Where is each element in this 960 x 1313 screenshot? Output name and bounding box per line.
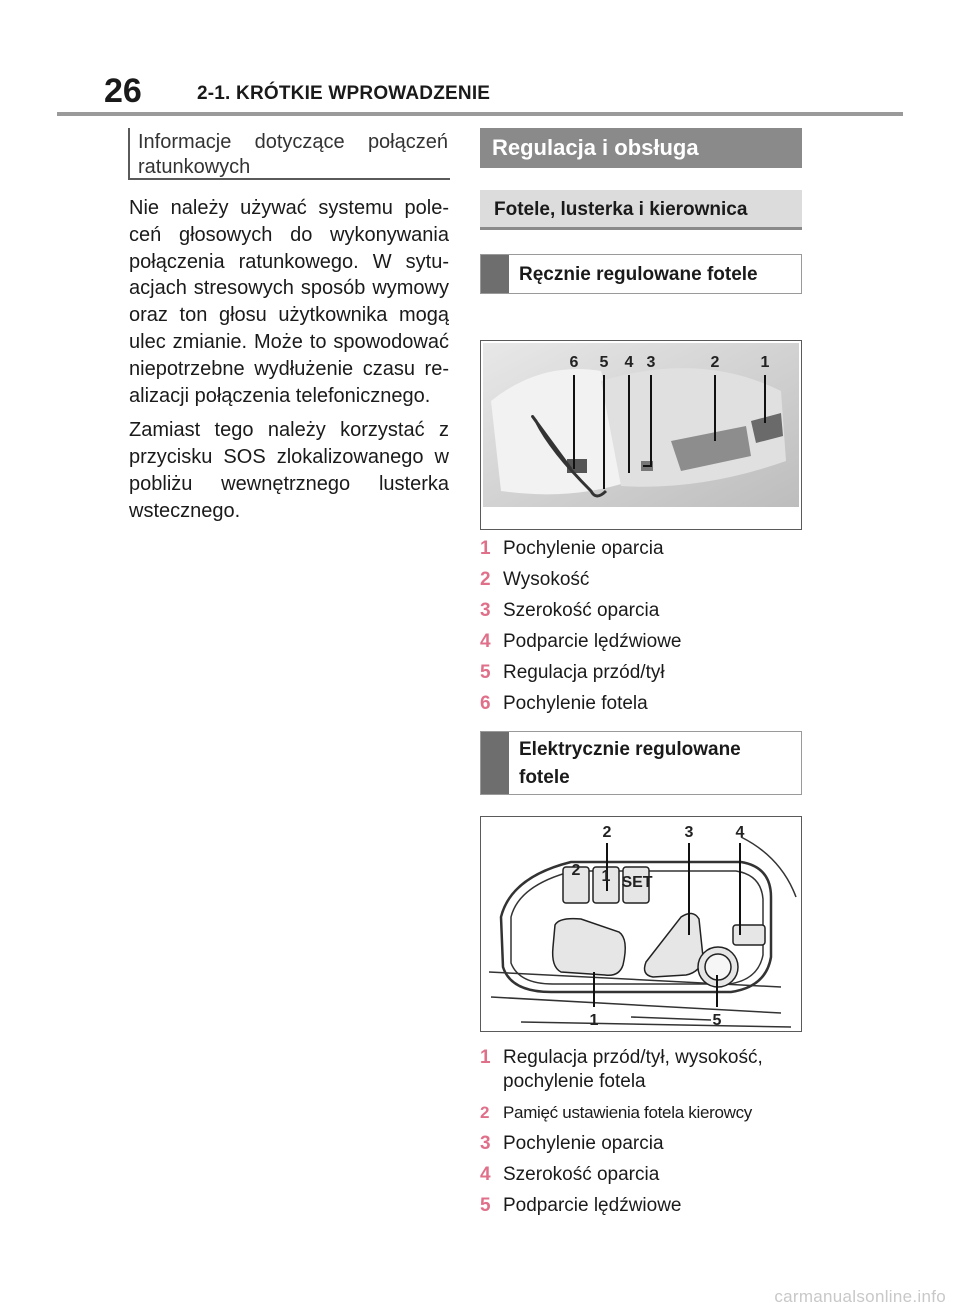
legend-text: Pochylenie oparcia [503, 538, 664, 559]
figure-callout-label: 2 [603, 824, 612, 841]
topic-title: Elektrycznie regulowane fotele [519, 739, 741, 788]
memory-button-labels: 2 1 SET [572, 862, 653, 891]
manual-seat-legend: 1 Pochylenie oparcia 2 Wysokość 3 Szerokość… [480, 537, 810, 716]
legend-item: 6 Pochylenie fotela [480, 692, 810, 716]
topic-electric-seats: Elektrycznie regulowane fotele [480, 731, 802, 795]
legend-text: Szerokość oparcia [503, 1164, 660, 1185]
figure-callout-label: 6 [570, 354, 579, 371]
legend-item: 4 Szerokość oparcia [480, 1163, 810, 1187]
legend-number: 2 [480, 569, 491, 590]
legend-item: 5 Podparcie lędźwiowe [480, 1194, 810, 1218]
legend-number: 4 [480, 631, 491, 652]
legend-number: 1 [480, 1047, 491, 1068]
legend-text: Wysokość [503, 569, 590, 590]
chapter-title: 2-1. KRÓTKIE WPROWADZENIE [197, 83, 491, 104]
legend-number: 3 [480, 600, 491, 621]
figure-callout-label: 4 [625, 354, 634, 371]
info-box-title: Informacje dotyczące połączeń ratunkowyc… [138, 131, 448, 178]
legend-text: Podparcie lędźwiowe [503, 1195, 682, 1216]
legend-number: 4 [480, 1164, 491, 1185]
figure-callout-label: 1 [590, 1012, 599, 1029]
figure-callout-label: 3 [685, 824, 694, 841]
legend-item: 3 Pochylenie oparcia [480, 1132, 810, 1156]
electric-seat-illustration: 2 3 4 1 5 2 1 SET [481, 817, 801, 1031]
legend-text: Szerokość oparcia [503, 600, 660, 621]
topic-bar [481, 255, 509, 293]
legend-item: 2 Pamięć ustawienia fotela kierowcy [480, 1101, 810, 1125]
left-body-text: Nie należy używać systemu pole- ceń głos… [129, 195, 449, 533]
electric-seat-legend: 1 Regulacja przód/tył, wysokość, pochylen… [480, 1046, 810, 1218]
figure-callout-label: 2 [572, 862, 581, 879]
legend-item: 5 Regulacja przód/tył [480, 661, 810, 685]
figure-callout-label: 5 [713, 1012, 722, 1029]
subsection-header: Fotele, lusterka i kierownica [480, 190, 802, 230]
legend-item: 4 Podparcie lędźwiowe [480, 630, 810, 654]
figure-callout-label: 4 [736, 824, 745, 841]
legend-number: 5 [480, 1195, 491, 1216]
legend-item: 1 Regulacja przód/tył, wysokość, pochylen… [480, 1046, 810, 1094]
legend-text: Pochylenie oparcia [503, 1133, 664, 1154]
figure-callout-label: 1 [761, 354, 770, 371]
topic-bar [481, 732, 509, 794]
topic-title: Ręcznie regulowane fotele [519, 264, 758, 285]
legend-item: 1 Pochylenie oparcia [480, 537, 810, 561]
page-header: 26 2-1. KRÓTKIE WPROWADZENIE [0, 0, 960, 118]
electric-seat-figure: 2 3 4 1 5 2 1 SET [480, 816, 802, 1032]
legend-number: 3 [480, 1133, 491, 1154]
figure-callout-label: 5 [600, 354, 609, 371]
figure-callout-label: 2 [711, 354, 720, 371]
paragraph-sos-button: Zamiast tego należy korzystać z przycisk… [129, 419, 449, 522]
legend-number: 5 [480, 662, 491, 683]
paragraph-voice-warning: Nie należy używać systemu pole- ceń głos… [129, 197, 449, 407]
legend-text: Regulacja przód/tył, wysokość, pochyleni… [503, 1047, 763, 1092]
figure-callout-label: 1 [602, 868, 611, 885]
figure-callout-label: SET [621, 874, 652, 891]
info-box-frame [128, 128, 450, 180]
electric-figure-labels: 2 3 4 1 5 [590, 824, 745, 1029]
legend-number: 2 [480, 1103, 490, 1122]
header-rule [57, 112, 903, 116]
legend-number: 1 [480, 538, 491, 559]
legend-text: Podparcie lędźwiowe [503, 631, 682, 652]
legend-number: 6 [480, 693, 491, 714]
legend-text: Pamięć ustawienia fotela kierowcy [503, 1103, 752, 1122]
watermark: carmanualsonline.info [774, 1287, 946, 1306]
legend-item: 3 Szerokość oparcia [480, 599, 810, 623]
legend-text: Regulacja przód/tył [503, 662, 665, 683]
topic-manual-seats: Ręcznie regulowane fotele [480, 254, 802, 294]
legend-text: Pochylenie fotela [503, 693, 648, 714]
section-header: Regulacja i obsługa [480, 128, 802, 168]
page-number: 26 [104, 72, 142, 110]
legend-item: 2 Wysokość [480, 568, 810, 592]
figure-callout-label: 3 [647, 354, 656, 371]
